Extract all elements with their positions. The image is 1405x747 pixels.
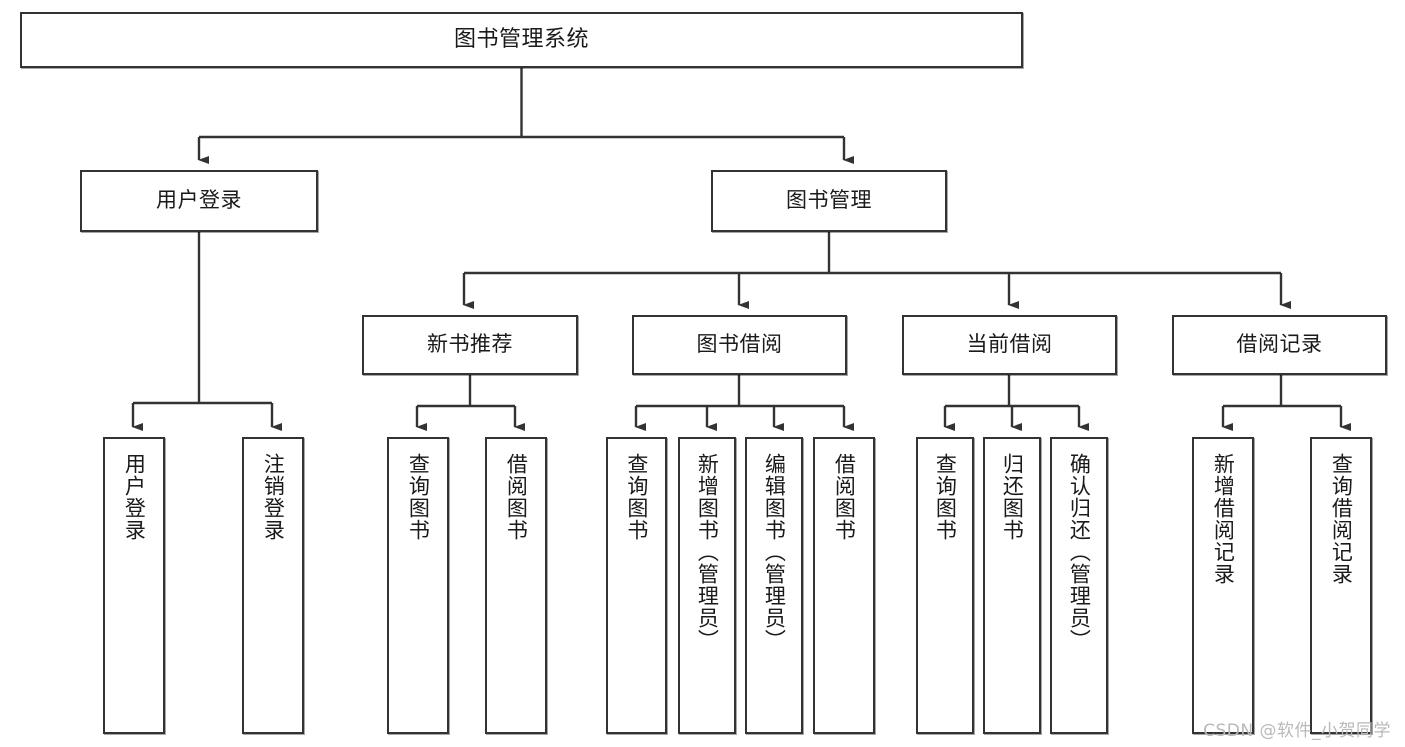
node-label-leaf-user-login: 用户登录 <box>122 453 147 541</box>
node-leaf-query-book-1[interactable]: 查询图书 <box>387 437 449 734</box>
node-label-leaf-logout: 注销登录 <box>261 453 286 541</box>
edges-newbook-to-leaves <box>415 375 525 431</box>
node-label-leaf-query-book-2: 查询图书 <box>624 453 649 541</box>
node-leaf-return-book[interactable]: 归还图书 <box>983 437 1041 734</box>
node-label-leaf-query-book-1: 查询图书 <box>406 453 431 541</box>
node-label-leaf-add-book: 新增图书（管理员） <box>695 453 720 651</box>
node-label-user-login: 用户登录 <box>156 188 242 213</box>
node-label-leaf-add-record: 新增借阅记录 <box>1211 453 1236 585</box>
node-label-borrow-record: 借阅记录 <box>1236 332 1323 357</box>
node-leaf-query-book-3[interactable]: 查询图书 <box>916 437 974 734</box>
edges-bookborrow-to-leaves <box>634 375 854 431</box>
node-leaf-query-book-2[interactable]: 查询图书 <box>606 437 667 734</box>
edges-borrowrecord-to-leaves <box>1221 375 1351 431</box>
node-leaf-confirm-return[interactable]: 确认归还（管理员） <box>1050 437 1108 734</box>
edges-userlogin-to-leaves <box>131 232 282 431</box>
node-leaf-edit-book[interactable]: 编辑图书（管理员） <box>745 437 803 734</box>
node-leaf-borrow-book-2[interactable]: 借阅图书 <box>813 437 875 734</box>
node-label-root: 图书管理系统 <box>453 26 589 52</box>
node-leaf-add-record[interactable]: 新增借阅记录 <box>1192 437 1254 734</box>
node-book-borrow[interactable]: 图书借阅 <box>632 315 847 375</box>
node-leaf-borrow-book-1[interactable]: 借阅图书 <box>485 437 547 734</box>
edges-bookmanage-to-level3 <box>462 232 1291 309</box>
node-label-leaf-borrow-book-2: 借阅图书 <box>832 453 857 541</box>
node-leaf-add-book[interactable]: 新增图书（管理员） <box>678 437 736 734</box>
node-label-leaf-borrow-book-1: 借阅图书 <box>504 453 529 541</box>
node-borrow-record[interactable]: 借阅记录 <box>1172 315 1387 375</box>
node-label-leaf-confirm-return: 确认归还（管理员） <box>1067 453 1092 651</box>
node-leaf-logout[interactable]: 注销登录 <box>242 437 304 734</box>
edges-currentborrow-to-leaves <box>943 375 1089 431</box>
node-leaf-query-record[interactable]: 查询借阅记录 <box>1310 437 1372 734</box>
node-label-book-borrow: 图书借阅 <box>696 332 783 357</box>
node-label-leaf-edit-book: 编辑图书（管理员） <box>762 453 787 651</box>
node-label-new-book-recommend: 新书推荐 <box>427 332 513 357</box>
node-label-current-borrow: 当前借阅 <box>966 332 1053 357</box>
node-user-login[interactable]: 用户登录 <box>80 170 318 232</box>
node-label-leaf-return-book: 归还图书 <box>1000 453 1025 541</box>
edges-root-to-level2 <box>197 68 854 164</box>
node-label-leaf-query-record: 查询借阅记录 <box>1329 453 1354 585</box>
node-leaf-user-login[interactable]: 用户登录 <box>103 437 165 734</box>
node-label-book-manage: 图书管理 <box>786 188 872 213</box>
node-label-leaf-query-book-3: 查询图书 <box>933 453 958 541</box>
node-current-borrow[interactable]: 当前借阅 <box>902 315 1117 375</box>
node-new-book-recommend[interactable]: 新书推荐 <box>362 315 578 375</box>
node-book-manage[interactable]: 图书管理 <box>711 170 947 232</box>
node-root-system[interactable]: 图书管理系统 <box>20 12 1023 68</box>
